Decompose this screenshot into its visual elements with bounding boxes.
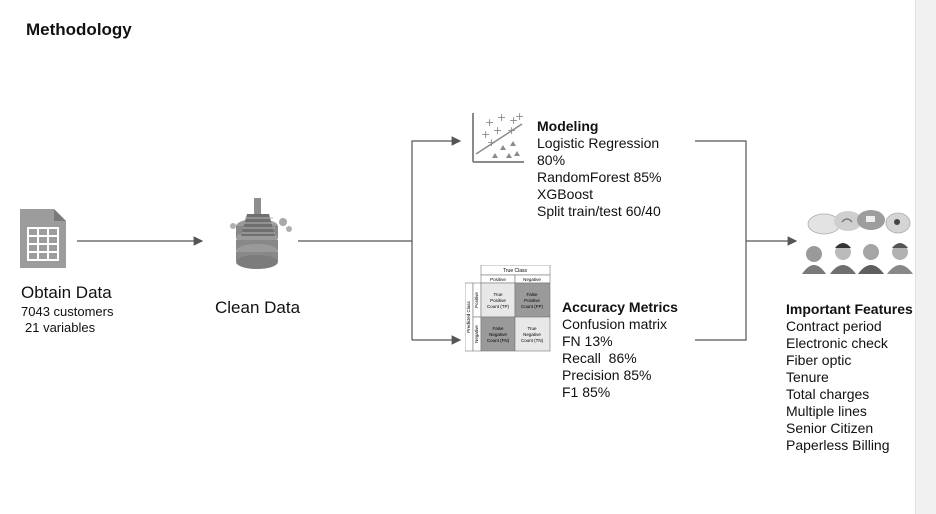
feature-item: Electronic check bbox=[786, 335, 888, 351]
cm-negative-col: Negative bbox=[523, 277, 541, 282]
cm-fn-1: False bbox=[492, 326, 504, 331]
feature-item: Multiple lines bbox=[786, 403, 867, 419]
svg-text:+: + bbox=[497, 112, 506, 124]
modeling-heading: Modeling bbox=[537, 118, 599, 134]
spreadsheet-icon bbox=[20, 209, 66, 268]
clean-data-label: Clean Data bbox=[215, 298, 301, 317]
obtain-data-variables: 21 variables bbox=[25, 320, 96, 335]
svg-text:+: + bbox=[493, 124, 502, 137]
cm-fp-2: Positive bbox=[524, 298, 540, 303]
svg-text:+: + bbox=[509, 114, 518, 127]
feature-item: Senior Citizen bbox=[786, 420, 874, 436]
obtain-data-label: Obtain Data bbox=[21, 283, 112, 302]
modeling-line: RandomForest 85% bbox=[537, 169, 662, 185]
scatter-plot-icon: +++ +++ ++ bbox=[472, 112, 524, 163]
accuracy-line: Recall 86% bbox=[562, 350, 637, 366]
feature-item: Tenure bbox=[786, 369, 829, 385]
line-merge bbox=[695, 140, 747, 341]
accuracy-line: FN 13% bbox=[562, 333, 613, 349]
people-chat-icon bbox=[802, 210, 913, 274]
modeling-line: XGBoost bbox=[537, 186, 594, 202]
accuracy-line: F1 85% bbox=[562, 384, 611, 400]
database-broom-icon bbox=[230, 198, 292, 269]
svg-text:+: + bbox=[515, 112, 524, 123]
vertical-scrollbar[interactable] bbox=[915, 0, 936, 514]
modeling-line: Logistic Regression bbox=[537, 135, 660, 151]
cm-tp-1: True bbox=[493, 292, 503, 297]
accuracy-line: Confusion matrix bbox=[562, 316, 668, 332]
feature-item: Total charges bbox=[786, 386, 870, 402]
cm-predicted-class: Predicted Class bbox=[466, 300, 471, 332]
cm-fn-3: Count (FN) bbox=[487, 338, 510, 343]
cm-fp-1: False bbox=[526, 292, 538, 297]
arrow-to-modeling bbox=[411, 136, 462, 340]
cm-tn-2: Negative bbox=[523, 332, 541, 337]
cm-positive-col: Positive bbox=[490, 277, 506, 282]
features-heading: Important Features bbox=[786, 301, 913, 317]
svg-text:+: + bbox=[485, 116, 494, 129]
cm-fn-2: Negative bbox=[489, 332, 507, 337]
feature-item: Paperless Billing bbox=[786, 437, 890, 453]
cm-tp-2: Positive bbox=[490, 298, 506, 303]
confusion-matrix-graphic: True Class Positive Negative Predicted C… bbox=[465, 265, 551, 352]
accuracy-heading: Accuracy Metrics bbox=[562, 299, 678, 315]
obtain-data-customers: 7043 customers bbox=[21, 304, 114, 319]
modeling-line: 80% bbox=[537, 152, 566, 168]
svg-text:+: + bbox=[481, 128, 490, 141]
cm-negative-row: Negative bbox=[474, 325, 479, 343]
cm-tp-3: Count (TP) bbox=[487, 304, 510, 309]
cm-positive-row: Positive bbox=[474, 292, 479, 308]
cm-true-class: True Class bbox=[503, 268, 527, 274]
svg-text:+: + bbox=[487, 136, 496, 149]
feature-item: Contract period bbox=[786, 318, 882, 334]
feature-item: Fiber optic bbox=[786, 352, 852, 368]
page-title: Methodology bbox=[26, 20, 132, 39]
accuracy-line: Precision 85% bbox=[562, 367, 652, 383]
svg-text:+: + bbox=[507, 124, 516, 137]
cm-tn-1: True bbox=[527, 326, 537, 331]
modeling-line: Split train/test 60/40 bbox=[537, 203, 661, 219]
cm-fp-3: Count (FP) bbox=[521, 304, 544, 309]
cm-tn-3: Count (TN) bbox=[521, 338, 544, 343]
